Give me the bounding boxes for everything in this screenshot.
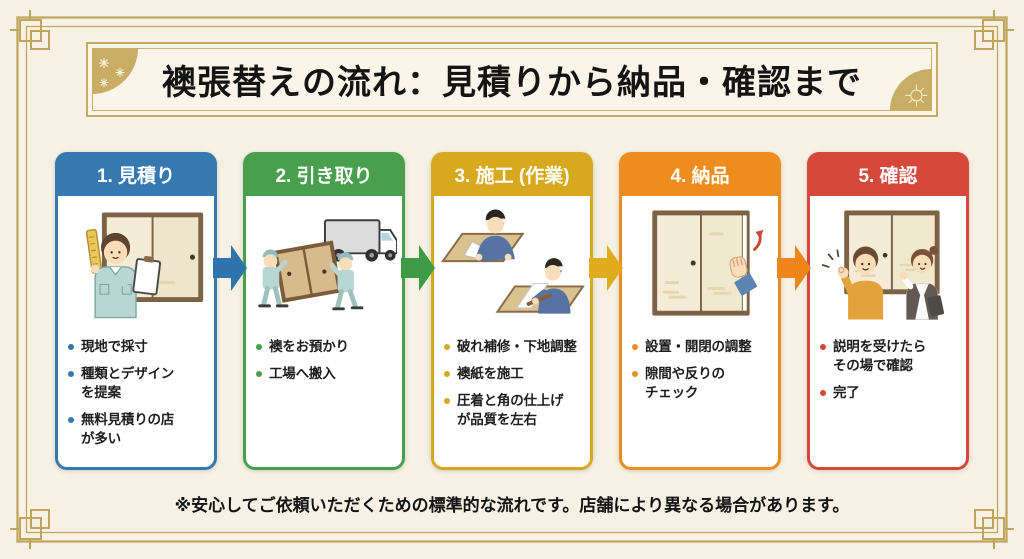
step4-header: 4. 納品: [619, 152, 781, 196]
bullet-item: 設置・開閉の調整: [632, 338, 774, 357]
step1-header: 1. 見積り: [55, 152, 217, 196]
bullet-item: 説明を受けたら その場で確認: [820, 338, 962, 376]
bullet-item: 襖紙を施工: [444, 365, 586, 384]
bullet-item: 無料見積りの店 が多い: [68, 411, 210, 449]
arrow-step1-to-step2-icon: [213, 245, 247, 291]
arrow-step2-to-step3-icon: [401, 245, 435, 291]
bullet-item: 襖をお預かり: [256, 338, 398, 357]
step2-bullet-list: 襖をお預かり 工場へ搬入: [246, 338, 402, 392]
installed-fusuma-adjustment-illustration: [652, 210, 764, 316]
step-card-delivery: 4. 納品: [619, 152, 781, 470]
step3-bullet-list: 破れ補修・下地調整 襖紙を施工 圧着と角の仕上げ が品質を左右: [434, 338, 590, 438]
arrow-step3-to-step4-icon: [589, 245, 623, 291]
bullet-item: 現地で採寸: [68, 338, 210, 357]
worker-measuring-fusuma-illustration: [85, 212, 204, 319]
bullet-item: 破れ補修・下地調整: [444, 338, 586, 357]
title-corner-pattern-icon: [92, 48, 138, 94]
step4-bullet-list: 設置・開閉の調整 隙間や反りの チェック: [622, 338, 778, 411]
step-card-pickup: 2. 引き取り: [243, 152, 405, 470]
corner-knot-ornament: [10, 10, 50, 50]
step3-header: 3. 施工 (作業): [431, 152, 593, 196]
step2-header: 2. 引き取り: [243, 152, 405, 196]
page-title: 襖張替えの流れ：見積りから納品・確認まで: [162, 64, 862, 102]
bullet-item: 隙間や反りの チェック: [632, 365, 774, 403]
step-card-estimate: 1. 見積り: [55, 152, 217, 470]
step-card-construction: 3. 施工 (作業): [431, 152, 593, 470]
bullet-item: 工場へ搬入: [256, 365, 398, 384]
title-banner: 襖張替えの流れ：見積りから納品・確認まで: [86, 42, 938, 117]
step-card-confirmation: 5. 確認: [807, 152, 969, 470]
footnote-text: ※安心してご依頼いただくための標準的な流れです。店舗により異なる場合があります。: [174, 496, 850, 515]
workers-carrying-fusuma-truck-illustration: [258, 219, 397, 311]
customer-and-staff-confirming-illustration: [821, 210, 945, 320]
step1-bullet-list: 現地で採寸 種類とデザイン を提案 無料見積りの店 が多い: [58, 338, 214, 456]
craftsmen-repapering-fusuma-illustration: [441, 209, 585, 314]
bullet-item: 完了: [820, 384, 962, 403]
arrow-step4-to-step5-icon: [777, 245, 811, 291]
process-flow: 1. 見積り: [55, 152, 969, 470]
title-corner-pattern-icon: [889, 68, 932, 111]
step5-header: 5. 確認: [807, 152, 969, 196]
bullet-item: 圧着と角の仕上げ が品質を左右: [444, 392, 586, 430]
step5-bullet-list: 説明を受けたら その場で確認 完了: [810, 338, 966, 411]
bullet-item: 種類とデザイン を提案: [68, 365, 210, 403]
